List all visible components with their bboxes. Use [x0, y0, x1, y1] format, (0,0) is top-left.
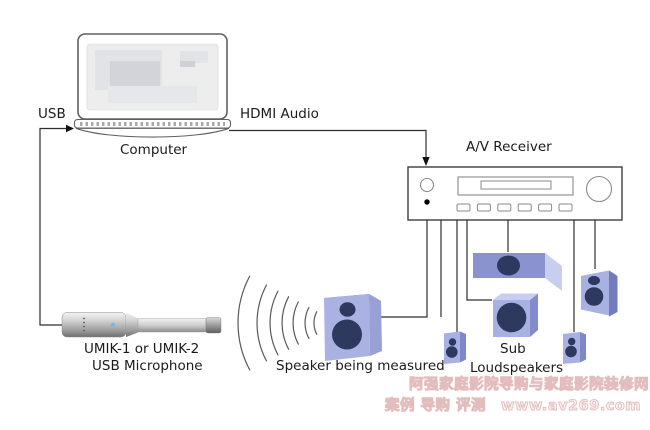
- tweeter: [339, 302, 356, 317]
- surround-speaker-left-icon: [444, 331, 466, 364]
- usb-arrowhead: [66, 124, 74, 133]
- surround-speaker-right-icon: [563, 332, 586, 364]
- computer-base: [75, 127, 230, 138]
- microphone-icon: [61, 312, 222, 338]
- sound-waves-icon: [237, 275, 318, 371]
- computer-keyboard: [73, 118, 232, 129]
- center-speaker-icon: [473, 253, 562, 291]
- mic-led: [110, 322, 116, 328]
- sub-driver: [496, 302, 527, 333]
- bookshelf-speaker-icon: [581, 270, 618, 317]
- woofer: [332, 319, 362, 350]
- mic-type-label: USB Microphone: [92, 358, 203, 374]
- wire-speaker-measured: [381, 220, 428, 318]
- av-receiver-icon: [407, 166, 623, 221]
- av-receiver-label: A/V Receiver: [466, 139, 552, 155]
- speaker-wires: [381, 220, 596, 332]
- hdmi-audio-label: HDMI Audio: [240, 106, 319, 122]
- computer-icon: [73, 33, 232, 138]
- subwoofer-icon: [493, 293, 538, 337]
- usb-cable: [39, 124, 74, 326]
- receiver-input-knob: [419, 177, 435, 193]
- watermark-line1: 阿强家庭影院导购与家庭影院装修网: [409, 377, 649, 394]
- wire-subwoofer: [466, 220, 492, 301]
- receiver-display-text: [480, 180, 552, 190]
- computer-label: Computer: [120, 142, 188, 158]
- sub-label: Sub: [500, 341, 526, 357]
- receiver-power-led: [424, 199, 430, 205]
- hdmi-arrowhead: [422, 157, 430, 166]
- receiver-volume-knob: [585, 175, 613, 203]
- usb-label: USB: [38, 106, 66, 122]
- center-driver: [497, 255, 520, 276]
- mic-model-label: UMIK-1 or UMIK-2: [84, 341, 200, 357]
- hdmi-cable: [229, 129, 430, 166]
- receiver-buttons: [456, 203, 573, 212]
- speaker-measured-label: Speaker being measured: [276, 358, 445, 374]
- mic-label-marks: [83, 317, 85, 332]
- speaker-being-measured-icon: [324, 294, 382, 361]
- computer-screen-content: [86, 43, 219, 111]
- watermark-line2: 案例 导购 评测 www.av269.com: [384, 398, 641, 415]
- loudspeakers-label: Loudspeakers: [470, 360, 564, 376]
